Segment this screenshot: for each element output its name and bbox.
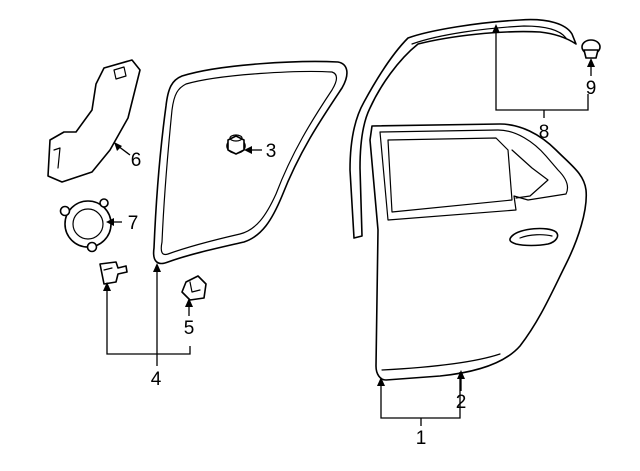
leader-5 <box>185 298 193 316</box>
callout-1: 1 <box>416 428 427 449</box>
part-5-clip <box>181 275 207 301</box>
callout-4: 4 <box>151 369 162 390</box>
callout-5: 5 <box>184 318 195 339</box>
part-2-door-shell <box>369 123 588 381</box>
callout-6: 6 <box>131 150 142 171</box>
leader-1 <box>377 372 461 426</box>
part-9-grommet <box>581 39 601 59</box>
part-8-frame-seal <box>349 18 577 239</box>
part-7-cover <box>59 198 112 253</box>
leader-2 <box>457 370 465 391</box>
leader-8 <box>492 24 589 118</box>
part-4-weatherstrip <box>152 60 348 265</box>
leader-9 <box>587 58 595 76</box>
part-6-insulator <box>47 59 141 183</box>
callout-7: 7 <box>128 213 139 234</box>
leader-4-5 <box>103 263 191 366</box>
callout-9: 9 <box>586 78 597 99</box>
leader-3 <box>244 146 262 154</box>
leader-6 <box>114 142 131 156</box>
clip-part <box>99 261 128 285</box>
callout-2: 2 <box>456 392 467 413</box>
callout-3: 3 <box>266 141 277 162</box>
part-3-plug <box>226 134 246 155</box>
leader-7 <box>106 218 122 226</box>
callout-8: 8 <box>539 122 550 143</box>
